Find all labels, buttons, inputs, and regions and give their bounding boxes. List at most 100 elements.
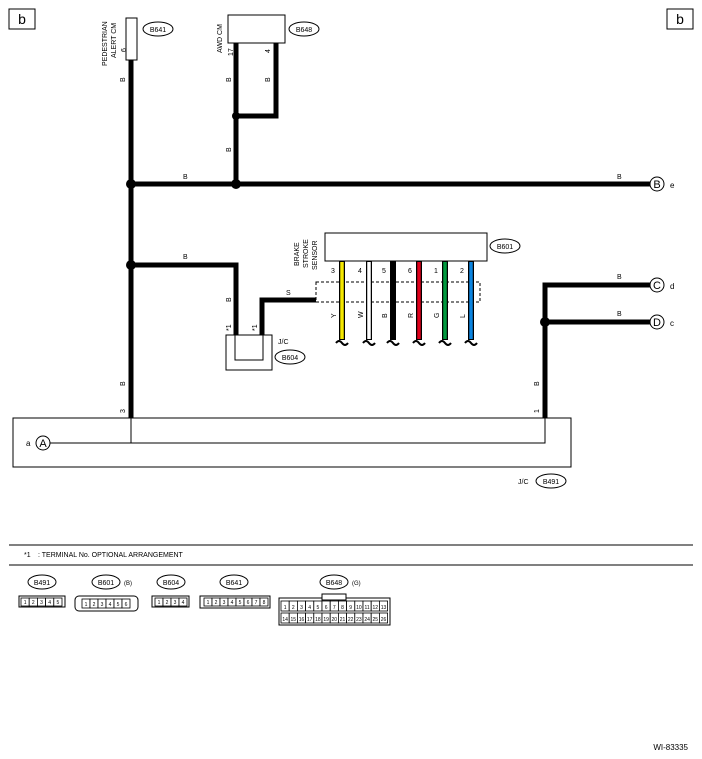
splice-dot-awd <box>231 179 241 189</box>
brake-sensor-name1: BRAKE <box>294 242 301 266</box>
sensor-wire-color-code: B <box>382 313 389 318</box>
wire-label-to-d: B <box>617 311 622 318</box>
continuation-c: C d <box>649 277 674 293</box>
brake-stroke-sensor-box <box>324 232 488 262</box>
connector-pin-number: 1 <box>85 602 88 608</box>
connector-pin-cell <box>378 600 388 612</box>
pedestrian-alert-cm-name2: ALERT CM <box>111 23 118 58</box>
connector-pin-number: 8 <box>263 600 266 606</box>
awd-cm: AWD CM 17 4 B648 <box>217 14 320 56</box>
connector-pin-number: 2 <box>32 600 35 606</box>
connector-badge-b604 <box>274 349 306 365</box>
wire-break-mark <box>335 340 349 346</box>
connector-view-id: B491 <box>34 580 50 587</box>
connector-view-badge <box>156 574 186 590</box>
connector-view-badge <box>91 574 121 590</box>
connector-pin-number: 1 <box>207 600 210 606</box>
footnote-symbol: *1 <box>24 552 31 559</box>
connector-view-id: B601 <box>98 580 114 587</box>
connector-view-id: B648 <box>326 580 342 587</box>
continuation-b: B e <box>649 176 675 192</box>
connector-pin-number: 10 <box>356 605 362 611</box>
wire-label-awd17: B <box>226 77 233 82</box>
connector-pin-number: 4 <box>48 600 51 606</box>
connector-pin-number: 26 <box>381 617 387 623</box>
wire-to-c <box>542 282 650 418</box>
splice-dot-branch <box>126 260 136 270</box>
connector-pin-number: 3 <box>101 602 104 608</box>
connector-view-id: B604 <box>163 580 179 587</box>
wire-break-mark <box>362 340 376 346</box>
wire-label-main: B <box>183 174 188 181</box>
connector-pin-cell <box>259 597 269 607</box>
footnote-text: : TERMINAL No. OPTIONAL ARRANGEMENT <box>38 552 184 559</box>
brake-sensor-name2: STROKE <box>303 239 310 268</box>
connector-pin-number: 4 <box>109 602 112 608</box>
connector-pin-number: 3 <box>174 600 177 606</box>
jc-b604-label: J/C <box>278 339 289 346</box>
jc-b491-label: J/C <box>518 479 529 486</box>
connector-pin-number: 6 <box>325 605 328 611</box>
connector-pin-number: 13 <box>381 605 387 611</box>
jc-b604-pin2: *1 <box>252 324 259 331</box>
connector-pin-number: 2 <box>215 600 218 606</box>
connector-badge-b648 <box>288 21 320 37</box>
continuation-b-ref: e <box>670 181 675 190</box>
connector-view-suffix: (B) <box>124 581 132 587</box>
continuation-a-ref: a <box>26 439 31 448</box>
connector-badge-b601 <box>489 238 521 254</box>
wire-label-s: S <box>286 290 291 297</box>
sensor-wire-color-code: Y <box>331 313 338 318</box>
wire-label-branch: B <box>183 254 188 261</box>
pedestrian-alert-cm-box <box>125 17 138 61</box>
wire-label-b604-down: B <box>226 297 233 302</box>
wire-break-mark <box>438 340 452 346</box>
connector-pin-number: 2 <box>292 605 295 611</box>
sensor-wire-color-code: W <box>358 311 365 318</box>
jc-b604-pin1: *1 <box>226 324 233 331</box>
continuation-a-letter: A <box>39 438 47 450</box>
connector-pin-number: 5 <box>57 600 60 606</box>
connector-pin-number: 19 <box>323 617 329 623</box>
wire-break-mark <box>412 340 426 346</box>
sensor-pin-number: 1 <box>434 268 438 275</box>
wire-label-to-c: B <box>617 274 622 281</box>
brake-sensor-dashed-box <box>315 281 481 303</box>
wire-branch-b604-left <box>131 262 239 335</box>
connector-pin-number: 23 <box>356 617 362 623</box>
connector-badge-b641-label: B641 <box>150 27 166 34</box>
wire-label-awd4: B <box>265 77 272 82</box>
sensor-wire-color-code: R <box>408 313 415 318</box>
awd-cm-pin4: 4 <box>265 49 272 53</box>
connector-pin-cell <box>53 597 63 607</box>
sensor-pin-number: 2 <box>460 268 464 275</box>
connector-pin-cell <box>178 597 188 607</box>
page-ref-left-label: b <box>18 11 26 27</box>
wire-label-d-vertical: B <box>534 381 541 386</box>
continuation-d-letter: D <box>653 317 661 329</box>
wire-label-alert-lower: B <box>120 381 127 386</box>
connector-view-id: B641 <box>226 580 242 587</box>
continuation-a <box>35 435 51 451</box>
connector-pin-number: 6 <box>247 600 250 606</box>
connector-pin-number: 20 <box>332 617 338 623</box>
continuation-b-letter: B <box>653 179 660 191</box>
connector-view-suffix: (G) <box>352 581 361 587</box>
wire-break-mark <box>464 340 478 346</box>
connector-pin-number: 18 <box>315 617 321 623</box>
wire-branch-b604-right <box>259 297 316 335</box>
jc-b491: 3 1 A a J/C B491 <box>12 409 572 489</box>
connector-view-badge <box>219 574 249 590</box>
connector-pin-number: 1 <box>284 605 287 611</box>
jc-b491-bus <box>130 418 546 444</box>
splice-dot-d <box>540 317 550 327</box>
connector-pin-number: 4 <box>182 600 185 606</box>
jc-b604: *1 *1 J/C B604 <box>225 324 306 371</box>
pedestrian-alert-cm: PEDESTRIAN ALERT CM 6 B641 <box>102 17 174 66</box>
sensor-wire-color-code: G <box>434 313 441 318</box>
connector-pin-number: 1 <box>158 600 161 606</box>
